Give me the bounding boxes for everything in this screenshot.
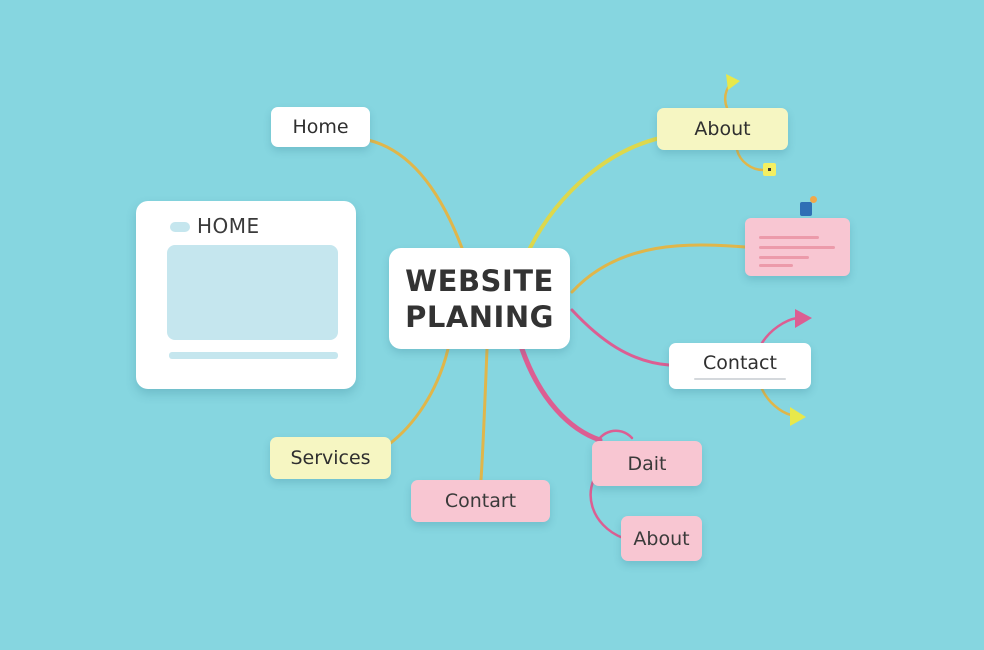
node-contart-label: Contart	[444, 490, 517, 512]
node-home[interactable]: Home	[271, 107, 370, 147]
connector-center-home	[366, 138, 464, 250]
connector-center-services	[386, 347, 450, 447]
note-line	[759, 246, 835, 249]
connector-center-note	[570, 243, 747, 294]
arrowhead-pink	[795, 309, 812, 328]
node-about-top-label: About	[694, 118, 751, 140]
browser-page-title: HOME	[197, 214, 260, 238]
square-dot	[768, 168, 771, 171]
browser-window-illustration: HOME	[136, 201, 356, 389]
browser-content-placeholder	[167, 245, 338, 340]
node-services[interactable]: Services	[270, 437, 391, 479]
central-topic-node[interactable]: WEBSITE PLANING	[389, 248, 570, 349]
connector-about-to-square	[735, 148, 765, 172]
node-home-label: Home	[292, 116, 349, 138]
note-line	[759, 264, 793, 267]
node-contact-underline	[694, 378, 786, 380]
central-topic-line-1: WEBSITE	[405, 263, 554, 298]
connector-contact-arrow-up	[760, 316, 799, 345]
connector-center-dait	[519, 346, 603, 443]
note-line	[759, 236, 819, 239]
arrowhead-yellow-top	[726, 74, 740, 90]
node-dait-label: Dait	[627, 452, 667, 475]
node-services-label: Services	[290, 447, 371, 469]
browser-tab-dot	[170, 222, 190, 232]
node-contact[interactable]: Contact	[669, 343, 811, 389]
connector-center-contact	[570, 308, 671, 367]
arrowhead-yellow-bottom	[790, 407, 806, 426]
connector-contact-arrow-down	[760, 387, 793, 417]
note-line	[759, 256, 809, 259]
connector-center-about	[528, 136, 662, 250]
note-card	[745, 218, 850, 276]
pin-knob-icon	[810, 196, 817, 203]
node-dait[interactable]: Dait	[592, 441, 702, 486]
node-contact-label: Contact	[703, 352, 777, 374]
browser-footer-bar	[169, 352, 338, 359]
central-topic-line-2: PLANING	[405, 299, 554, 334]
node-about-bottom-label: About	[633, 527, 690, 550]
node-about-bottom[interactable]: About	[621, 516, 702, 561]
node-contart[interactable]: Contart	[411, 480, 550, 522]
pin-icon	[800, 202, 812, 216]
node-about-top[interactable]: About	[657, 108, 788, 150]
connector-center-contart	[479, 347, 489, 482]
